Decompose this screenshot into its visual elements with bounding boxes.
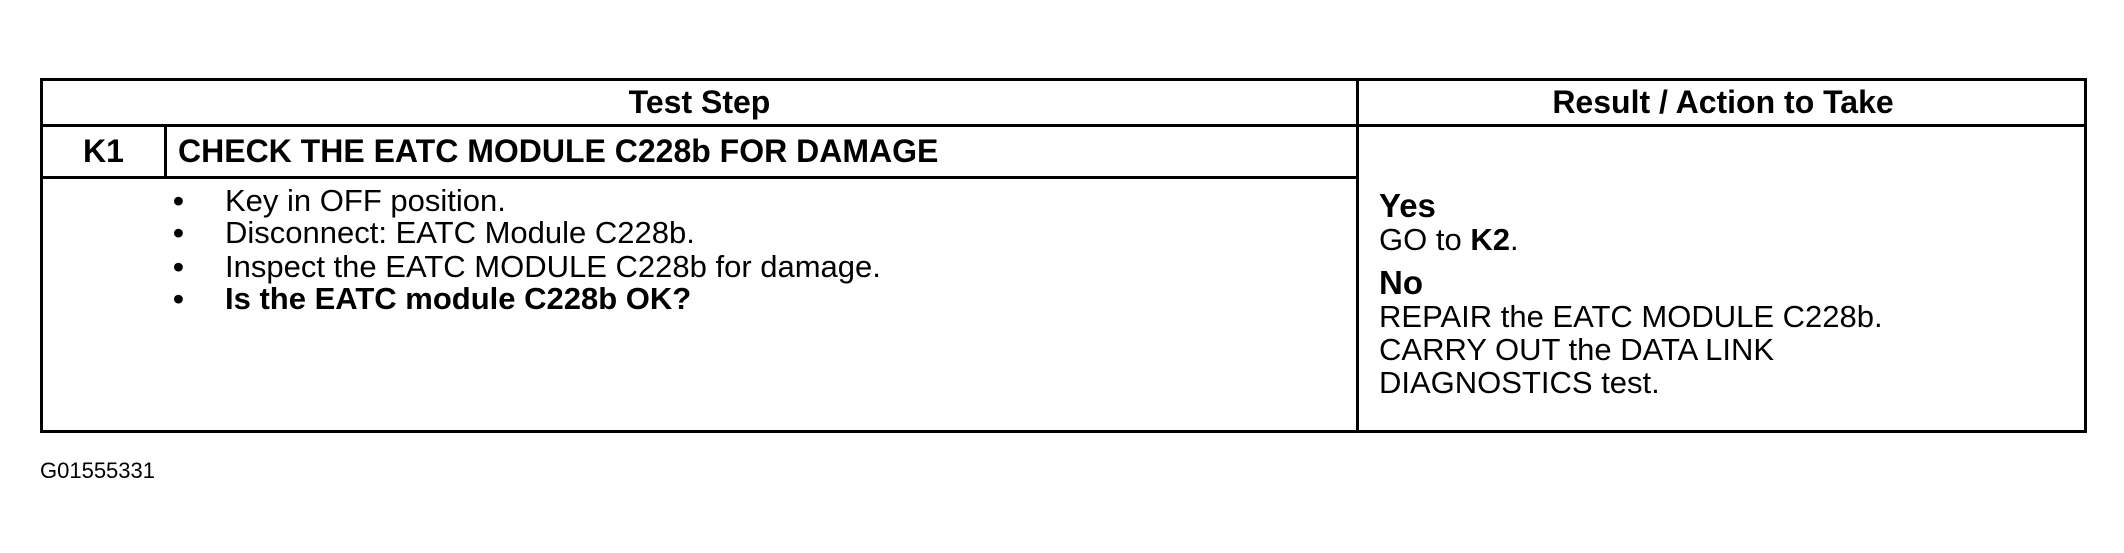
diagnostic-test-table: Test Step Result / Action to Take K1 CHE… [40,78,2087,433]
no-action-line: REPAIR the EATC MODULE C228b. [1379,299,1883,334]
instruction-item: • Disconnect: EATC Module C228b. [173,215,881,250]
step-id: K1 [83,133,124,169]
no-label: No [1379,264,1423,301]
yes-label: Yes [1379,187,1436,224]
yes-action-prefix: GO to [1379,222,1471,257]
step-title-rule [43,176,1356,179]
no-action-line: DIAGNOSTICS test. [1379,365,1660,400]
instruction-text: Inspect the EATC MODULE C228b for damage… [225,249,881,284]
step-title: CHECK THE EATC MODULE C228b FOR DAMAGE [178,133,939,169]
no-action-line: CARRY OUT the DATA LINK [1379,332,1775,367]
table-header-row: Test Step Result / Action to Take [43,81,2084,124]
yes-action: GO to K2. [1379,223,1883,256]
spacer [1379,256,1883,266]
bullet-icon: • [173,281,184,316]
step-id-divider [164,127,167,176]
header-result-action: Result / Action to Take [1552,84,1894,120]
instruction-text: Is the EATC module C228b OK? [225,281,692,316]
bullet-icon: • [173,215,184,250]
instruction-text: Key in OFF position. [225,183,506,218]
column-divider [1356,81,1359,430]
instruction-question: • Is the EATC module C228b OK? [173,281,881,316]
instruction-item: • Inspect the EATC MODULE C228b for dama… [173,249,881,284]
figure-id: G01555331 [40,458,155,483]
result-actions: Yes GO to K2. No REPAIR the EATC MODULE … [1379,187,1883,400]
instruction-text: Disconnect: EATC Module C228b. [225,215,695,250]
bullet-icon: • [173,249,184,284]
header-test-step: Test Step [628,84,771,120]
bullet-icon: • [173,183,184,218]
instruction-item: • Key in OFF position. [173,183,881,218]
yes-action-suffix: . [1509,222,1519,257]
step-instructions: • Key in OFF position. • Disconnect: EAT… [173,183,881,316]
header-rule [43,124,2084,127]
yes-action-target: K2 [1470,222,1510,257]
